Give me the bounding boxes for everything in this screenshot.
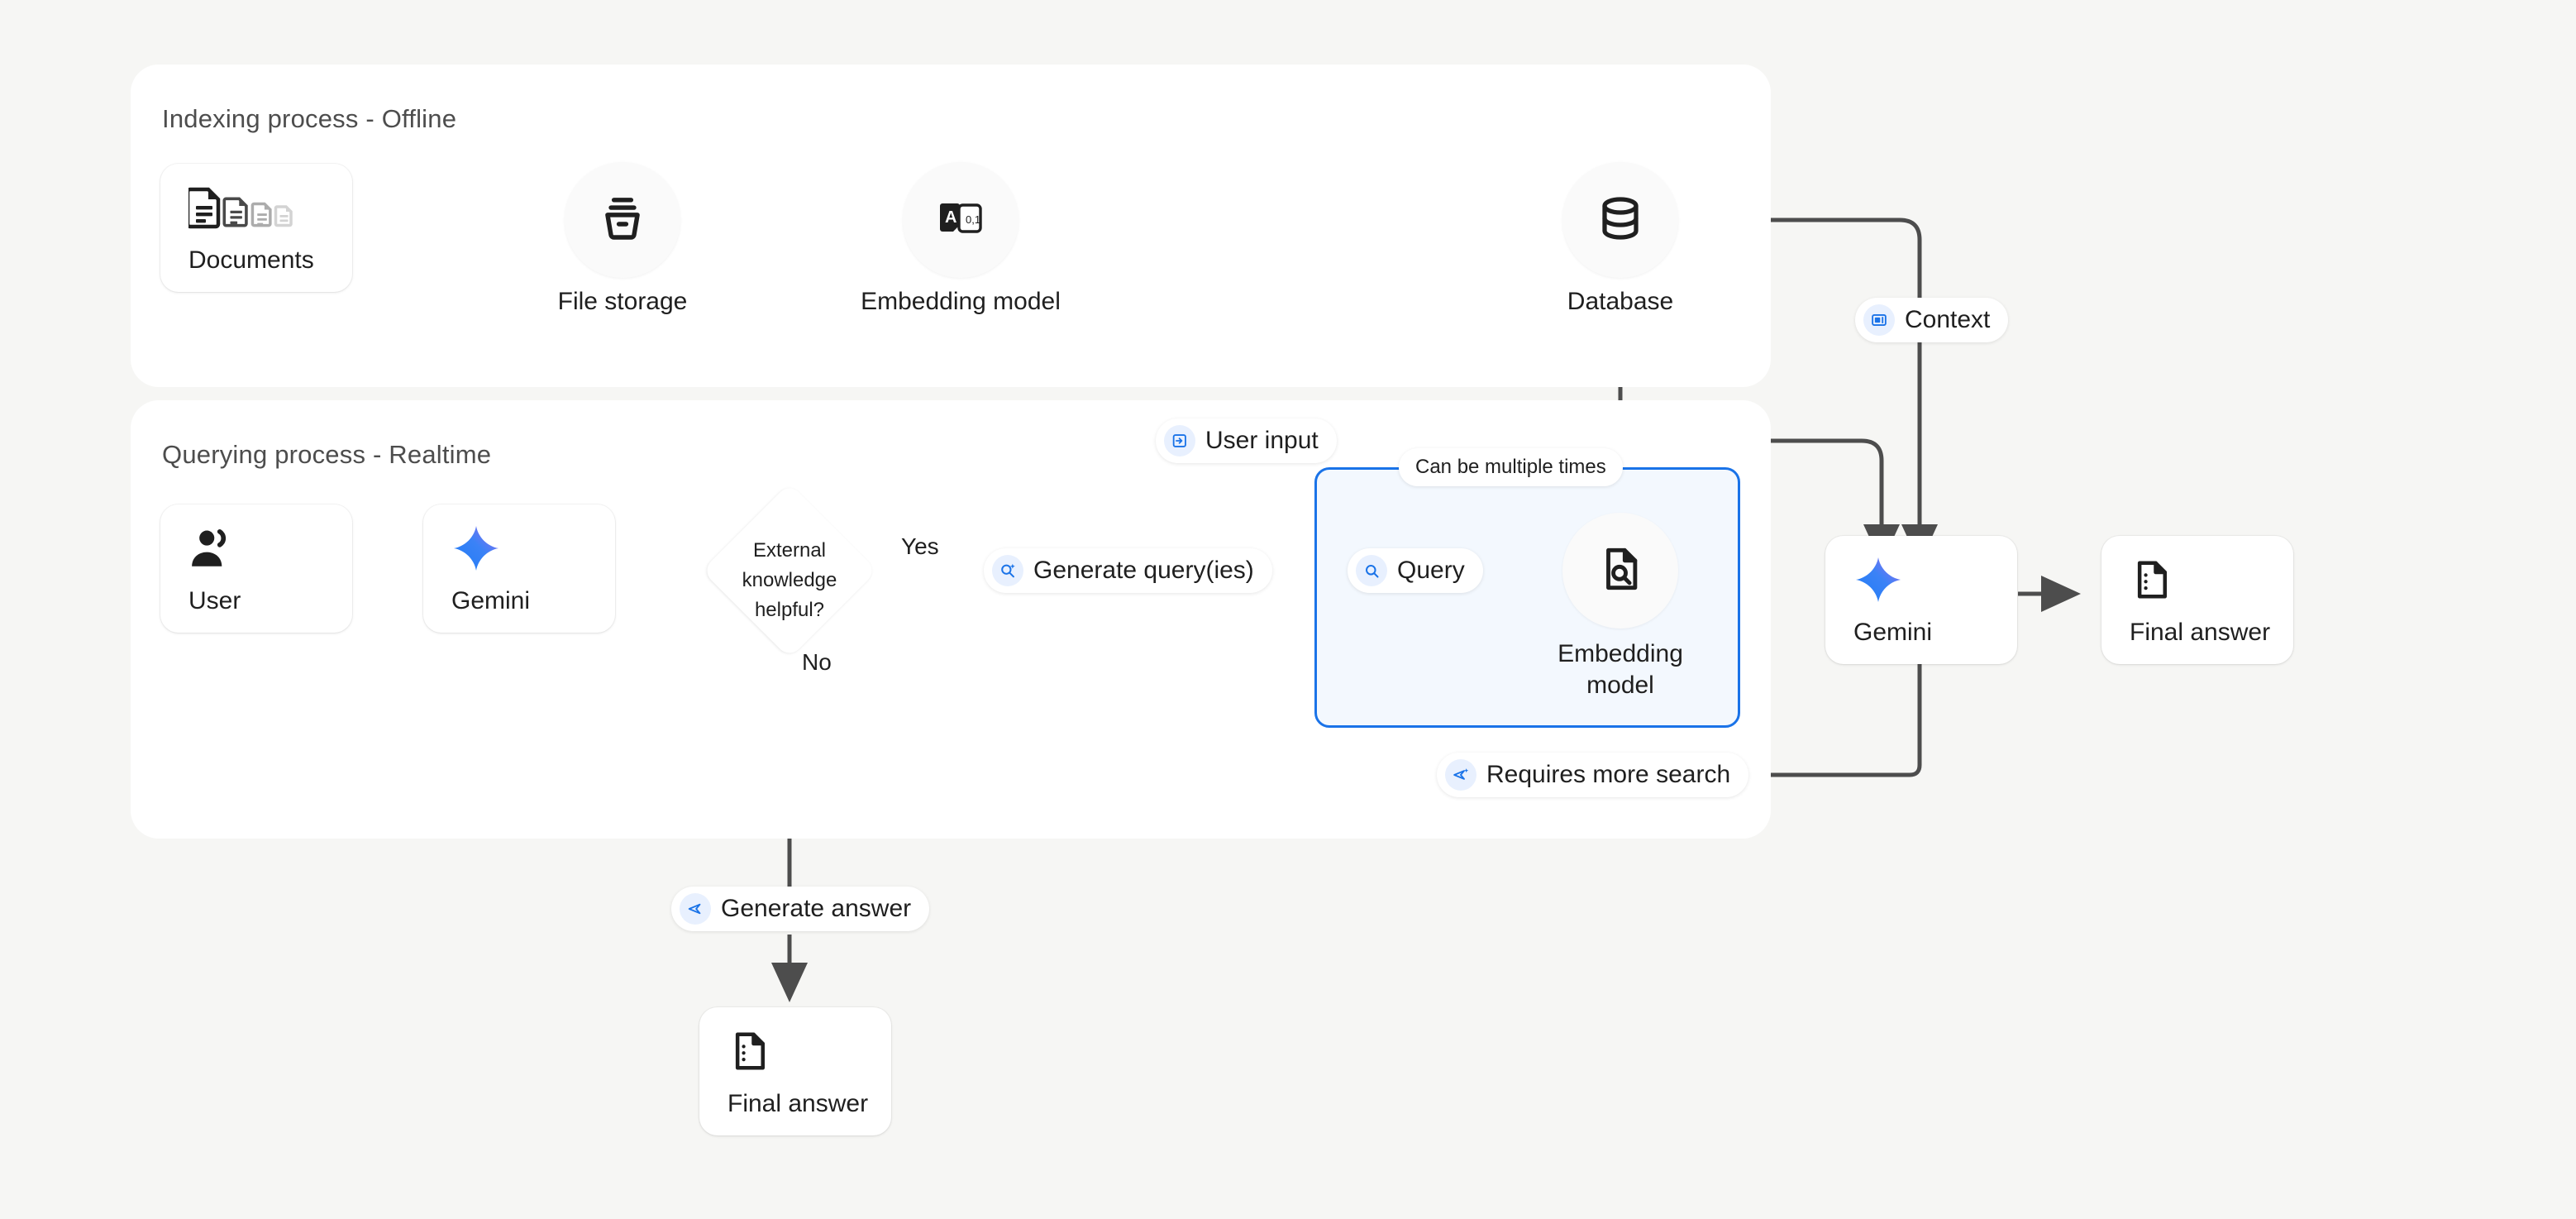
chip-query-label: Query — [1397, 557, 1465, 584]
indexing-panel-title: Indexing process - Offline — [162, 104, 457, 133]
decision-line-3: helpful? — [754, 599, 825, 621]
node-final-answer-bottom-label: Final answer — [727, 1089, 869, 1117]
node-embedding-model-indexing-label: Embedding model — [861, 288, 1061, 315]
send-sparkle-icon — [1445, 759, 1476, 791]
chip-context[interactable]: Context — [1855, 298, 2009, 342]
node-embedding-model-query-label: Embedding model — [1534, 638, 1707, 702]
input-arrow-icon — [1164, 425, 1195, 457]
edge-label-yes: Yes — [901, 533, 939, 559]
svg-text:A: A — [945, 208, 956, 227]
chip-user-input[interactable]: User input — [1156, 418, 1337, 463]
chip-requires-more-search-label: Requires more search — [1486, 761, 1731, 788]
search-icon — [1356, 555, 1387, 586]
edge-label-no: No — [802, 649, 832, 675]
node-user[interactable]: User — [160, 504, 352, 633]
node-documents[interactable]: Documents — [160, 164, 352, 292]
search-sparkle-icon — [992, 555, 1023, 586]
node-gemini-output-label: Gemini — [1853, 618, 1933, 646]
node-documents-label: Documents — [188, 246, 314, 274]
node-database-label: Database — [1567, 288, 1674, 315]
document-search-icon — [1596, 545, 1644, 597]
node-database[interactable] — [1562, 162, 1678, 278]
node-decision-label: External knowledge helpful? — [723, 536, 856, 625]
archive-tray-icon — [597, 193, 648, 248]
decision-line-2: knowledge — [742, 569, 837, 591]
node-final-answer-output[interactable]: Final answer — [2101, 536, 2293, 664]
node-user-label: User — [188, 586, 241, 614]
chip-loop-note-label: Can be multiple times — [1415, 456, 1606, 478]
node-final-answer-bottom[interactable]: Final answer — [699, 1007, 891, 1135]
node-final-answer-output-label: Final answer — [2130, 618, 2271, 646]
answer-document-icon — [2130, 554, 2293, 605]
chip-loop-note: Can be multiple times — [1399, 448, 1623, 486]
node-gemini-output[interactable]: Gemini — [1825, 536, 2017, 664]
context-panel-icon — [1863, 304, 1895, 336]
embed-label-line-2: model — [1586, 672, 1654, 700]
send-icon — [680, 893, 711, 925]
chip-query[interactable]: Query — [1348, 548, 1483, 593]
node-file-storage-label: File storage — [557, 288, 688, 315]
gemini-sparkle-icon — [1853, 554, 2017, 605]
chip-generate-answer[interactable]: Generate answer — [671, 887, 930, 931]
documents-icon — [188, 182, 352, 233]
decision-line-1: External — [752, 539, 827, 562]
node-embedding-model-indexing[interactable]: 0,1 A — [903, 162, 1018, 278]
chip-generate-queries[interactable]: Generate query(ies) — [984, 548, 1272, 593]
chip-user-input-label: User input — [1205, 427, 1319, 454]
chip-generate-answer-label: Generate answer — [721, 895, 912, 922]
users-icon — [188, 523, 352, 574]
node-file-storage[interactable] — [565, 162, 680, 278]
chip-context-label: Context — [1905, 306, 1991, 333]
chip-requires-more-search[interactable]: Requires more search — [1437, 753, 1749, 797]
chip-generate-queries-label: Generate query(ies) — [1033, 557, 1254, 584]
database-icon — [1596, 194, 1645, 247]
svg-text:0,1: 0,1 — [966, 213, 980, 226]
querying-panel-title: Querying process - Realtime — [162, 440, 492, 469]
node-gemini-query[interactable]: Gemini — [423, 504, 615, 633]
gemini-sparkle-icon — [451, 523, 615, 574]
node-embedding-model-query[interactable] — [1562, 513, 1678, 629]
embed-label-line-1: Embedding — [1558, 640, 1683, 667]
text-to-vector-icon: 0,1 A — [934, 192, 987, 249]
node-gemini-query-label: Gemini — [451, 586, 531, 614]
answer-document-icon — [727, 1025, 891, 1077]
